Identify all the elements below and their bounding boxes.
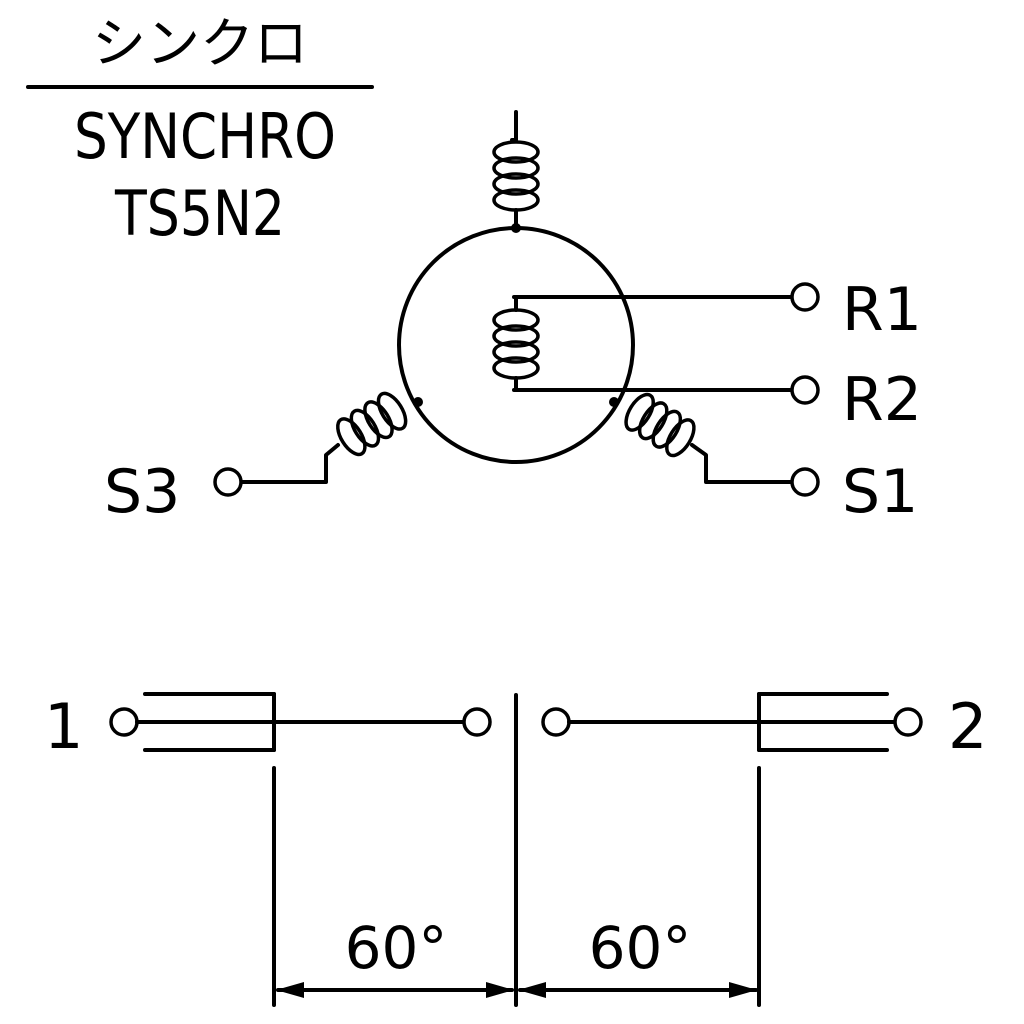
label-s3: S3 xyxy=(104,457,180,527)
angle-label-left: 60° xyxy=(345,914,448,982)
label-s1: S1 xyxy=(842,457,918,527)
title-japanese: シンクロ xyxy=(92,12,308,75)
terminal-r2-icon xyxy=(790,375,820,405)
title-english: SYNCHRO xyxy=(74,100,336,173)
label-r1: R1 xyxy=(842,275,922,345)
right-contact-bracket xyxy=(567,692,897,752)
stator-coil-right xyxy=(609,392,794,484)
dimension-right xyxy=(518,982,758,998)
label-r2: R2 xyxy=(842,365,922,435)
switch-contact-right-icon xyxy=(541,707,571,737)
terminal-s1-icon xyxy=(790,467,820,497)
stator-coil-left xyxy=(240,391,423,484)
angle-label-right: 60° xyxy=(589,914,692,982)
terminal-s3-icon xyxy=(213,467,243,497)
switch-label-2: 2 xyxy=(948,690,987,763)
title-model: TS5N2 xyxy=(114,177,285,250)
switch-terminal-1-icon xyxy=(109,707,139,737)
left-contact-bracket xyxy=(135,692,465,752)
switch-label-1: 1 xyxy=(44,690,83,763)
switch-terminal-2-icon xyxy=(893,707,923,737)
rotor-coil xyxy=(492,296,540,392)
dimension-left xyxy=(276,982,514,998)
terminal-r1-icon xyxy=(790,282,820,312)
stator-coil-top xyxy=(492,110,540,233)
switch-contact-left-icon xyxy=(462,707,492,737)
